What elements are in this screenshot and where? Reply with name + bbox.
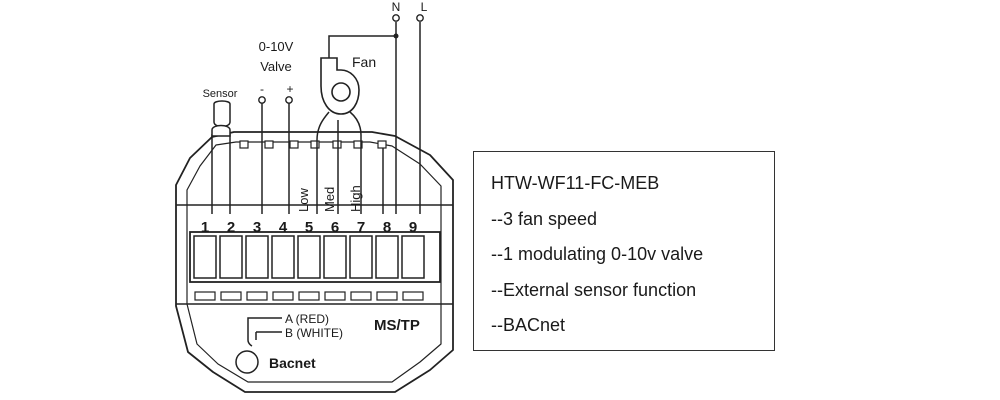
valve-plus-label: + xyxy=(286,82,293,96)
terminal-9 xyxy=(401,235,425,279)
speed-med-label: Med xyxy=(322,187,337,212)
valve-minus-label: - xyxy=(260,82,264,96)
terminal-number: 2 xyxy=(227,219,235,236)
live-label: L xyxy=(421,0,428,14)
lower-contact-row xyxy=(194,291,424,301)
valve-plus-terminal-icon xyxy=(285,96,293,104)
wiring-diagram: 1 2 3 4 5 6 7 8 9 xyxy=(175,0,454,393)
feature-item: --1 modulating 0-10v valve xyxy=(491,244,704,264)
terminal-6 xyxy=(323,235,347,279)
terminal-number: 3 xyxy=(253,219,261,236)
bacnet-a-label: A (RED) xyxy=(285,312,329,326)
sensor-label: Sensor xyxy=(203,88,238,100)
fan-label: Fan xyxy=(352,54,376,70)
terminal-number: 1 xyxy=(201,219,209,236)
feature-item: --BACnet xyxy=(491,315,566,335)
neutral-terminal-icon xyxy=(392,14,400,22)
terminal-number: 9 xyxy=(409,219,417,236)
feature-item: --3 fan speed xyxy=(491,208,598,229)
neutral-label: N xyxy=(392,0,401,14)
feature-item: --External sensor function xyxy=(491,279,697,300)
live-terminal-icon xyxy=(416,14,424,22)
terminal-number: 7 xyxy=(357,219,365,236)
info-box: HTW-WF11-FC-MEB --3 fan speed --1 modula… xyxy=(473,151,775,351)
valve-label-line1: 0-10V xyxy=(259,39,294,54)
speed-high-label: High xyxy=(348,185,363,212)
wiring xyxy=(211,22,421,214)
terminal-2 xyxy=(219,235,243,279)
model-name: HTW-WF11-FC-MEB xyxy=(491,173,660,193)
terminal-block: 1 2 3 4 5 6 7 8 9 xyxy=(189,219,441,283)
terminal-3 xyxy=(245,235,269,279)
speed-low-label: Low xyxy=(296,188,311,212)
bacnet-label: Bacnet xyxy=(269,355,316,371)
protocol-label: MS/TP xyxy=(374,317,420,334)
terminal-number: 6 xyxy=(331,219,339,236)
bacnet-b-label: B (WHITE) xyxy=(285,326,343,340)
sensor-icon xyxy=(211,100,231,137)
bacnet-connector xyxy=(235,317,282,374)
upper-contact-row xyxy=(239,140,387,149)
valve-label-line2: Valve xyxy=(260,59,292,74)
terminal-5 xyxy=(297,235,321,279)
terminal-number: 5 xyxy=(305,219,313,236)
terminal-4 xyxy=(271,235,295,279)
terminal-number: 4 xyxy=(279,219,288,236)
terminal-number: 8 xyxy=(383,219,391,236)
fan-icon xyxy=(320,57,360,115)
terminal-8 xyxy=(375,235,399,279)
valve-minus-terminal-icon xyxy=(258,96,266,104)
junction-dot-icon xyxy=(393,33,399,39)
terminal-7 xyxy=(349,235,373,279)
terminal-1 xyxy=(193,235,217,279)
